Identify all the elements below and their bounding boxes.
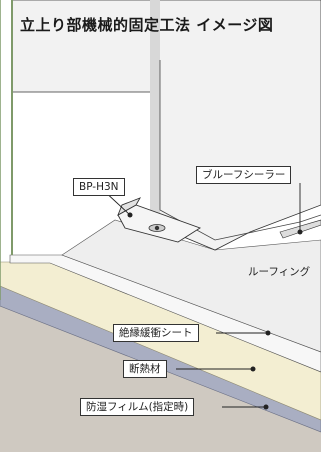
label-cushion-sheet: 絶縁緩衝シート xyxy=(113,324,199,342)
label-sealer: ブルーフシーラー xyxy=(196,166,292,184)
roofing-surface xyxy=(61,219,321,353)
membrane-upturn xyxy=(159,60,321,241)
label-bracket: BP-H3N xyxy=(73,178,125,196)
sealer-strip xyxy=(279,219,321,239)
page-title: 立上り部機械的固定工法 イメージ図 xyxy=(20,16,274,34)
bp-h3n-bracket xyxy=(117,197,202,243)
wall-side-shade xyxy=(150,0,160,220)
upstand-wall xyxy=(11,0,321,251)
label-vapor-film: 防湿フィルム(指定時) xyxy=(80,398,195,416)
label-insulation: 断熱材 xyxy=(123,360,167,378)
label-roofing: ルーフィング xyxy=(248,266,311,278)
